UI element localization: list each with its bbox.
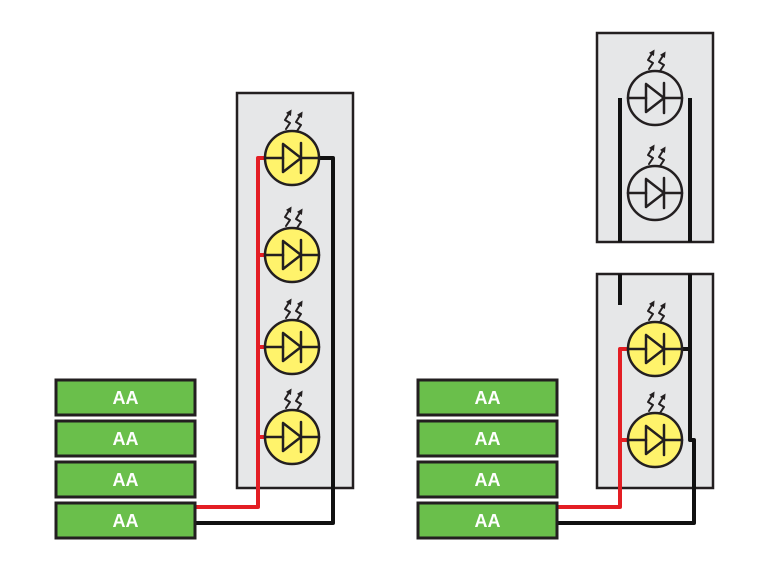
light-ray-icon: [658, 302, 666, 323]
circuit-right: AA AA AA AA: [416, 31, 715, 540]
led-icon: [263, 388, 321, 466]
light-ray-icon: [647, 391, 655, 412]
diode-triangle: [281, 239, 303, 271]
light-ray-icon: [647, 144, 655, 165]
diode-triangle: [281, 142, 303, 174]
led-icon: [626, 49, 684, 127]
battery-label: AA: [113, 429, 139, 449]
light-ray-icon: [284, 109, 292, 130]
led-icon: [626, 391, 684, 469]
battery-cell: AA: [416, 501, 559, 540]
led-icon: [263, 109, 321, 187]
light-ray-icon: [295, 111, 303, 132]
diode-triangle: [644, 177, 666, 209]
led-icon: [263, 206, 321, 284]
battery-label: AA: [475, 429, 501, 449]
light-ray-icon: [295, 390, 303, 411]
battery-cell: AA: [54, 419, 197, 458]
light-ray-icon: [647, 49, 655, 70]
diode-triangle: [281, 331, 303, 363]
light-ray-icon: [658, 51, 666, 72]
led-icon: [626, 300, 684, 378]
light-ray-icon: [658, 146, 666, 167]
led-icon: [263, 298, 321, 376]
battery-label: AA: [475, 511, 501, 531]
diode-triangle: [644, 424, 666, 456]
battery-label: AA: [113, 388, 139, 408]
battery-cell: AA: [416, 460, 559, 499]
led-icon: [626, 144, 684, 222]
battery-label: AA: [113, 511, 139, 531]
diode-triangle: [644, 333, 666, 365]
battery-cell: AA: [54, 501, 197, 540]
light-ray-icon: [295, 208, 303, 229]
diode-triangle: [281, 421, 303, 453]
diode-triangle: [644, 82, 666, 114]
battery-cell: AA: [416, 378, 559, 417]
light-ray-icon: [658, 393, 666, 414]
battery-label: AA: [475, 388, 501, 408]
battery-cell: AA: [54, 378, 197, 417]
battery-pack-right: AA AA AA AA: [416, 378, 559, 540]
battery-label: AA: [475, 470, 501, 490]
battery-cell: AA: [54, 460, 197, 499]
light-ray-icon: [284, 388, 292, 409]
circuit-left: AA AA AA AA: [54, 91, 355, 540]
light-ray-icon: [284, 298, 292, 319]
battery-cell: AA: [416, 419, 559, 458]
light-ray-icon: [295, 300, 303, 321]
negative-wire-right: [557, 347, 696, 525]
battery-label: AA: [113, 470, 139, 490]
negative-wire-left: [195, 156, 335, 525]
light-ray-icon: [647, 300, 655, 321]
light-ray-icon: [284, 206, 292, 227]
battery-pack-left: AA AA AA AA: [54, 378, 197, 540]
